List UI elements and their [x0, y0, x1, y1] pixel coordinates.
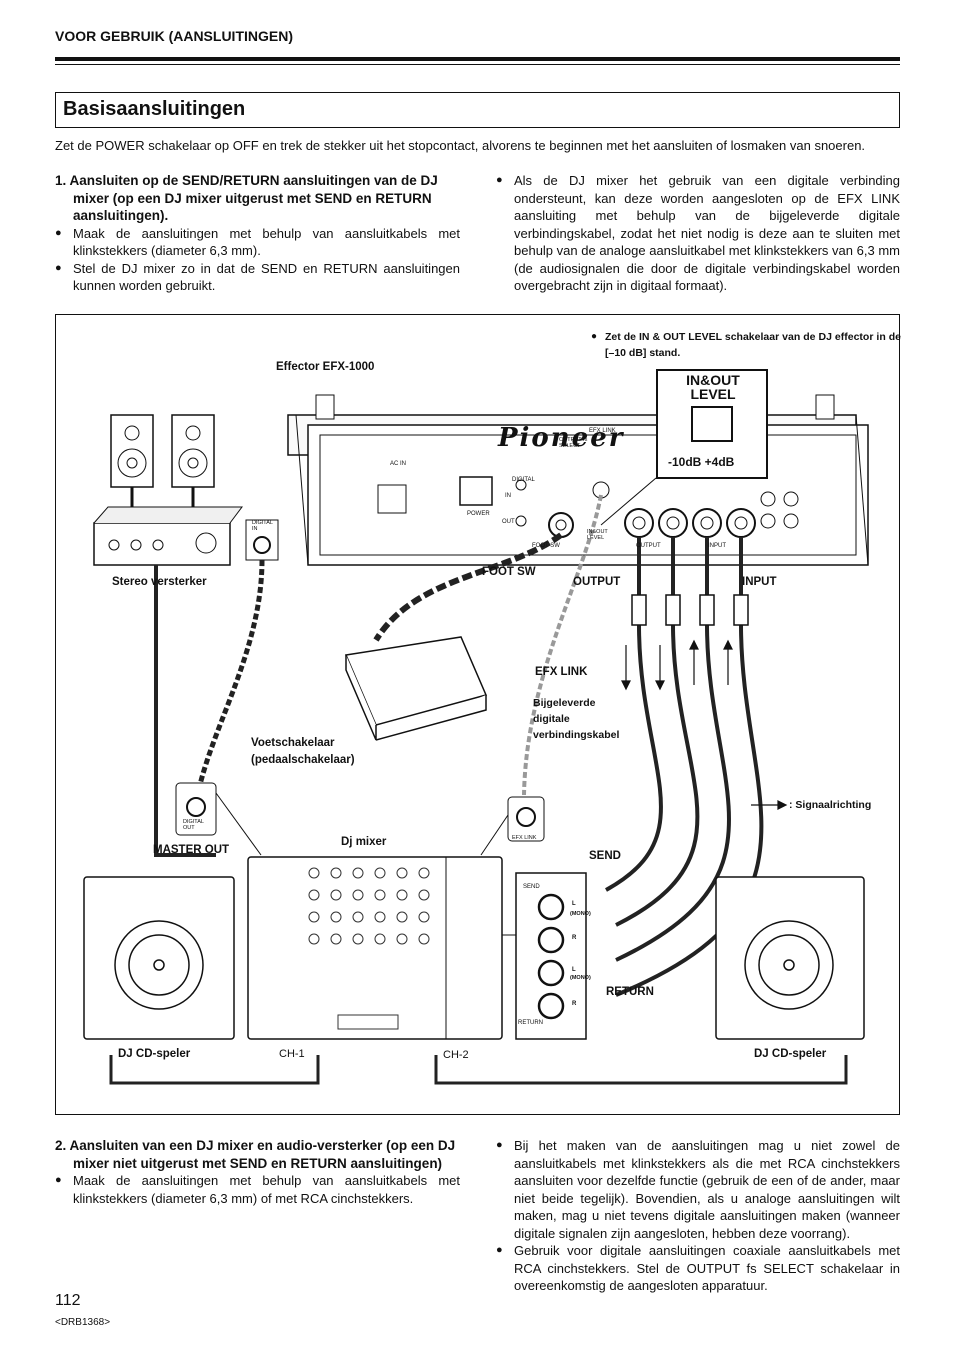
effector-unit — [287, 394, 869, 566]
return-mono-label: (MONO) — [570, 975, 591, 981]
cable-label: Bijgeleverde digitale verbindingskabel — [533, 697, 620, 741]
input-label: INPUT — [742, 576, 777, 588]
header-rule-thin — [55, 64, 900, 65]
cd-player-right-label: DJ CD-speler — [754, 1048, 827, 1060]
panel-output: OUTPUT — [636, 543, 661, 549]
inout-level-zoom — [600, 369, 768, 526]
inout-level-title: IN&OUT LEVEL — [686, 372, 740, 402]
step2-right: Bij het maken van de aansluitingen mag u… — [496, 1137, 900, 1295]
document-code: <DRB1368> — [55, 1317, 111, 1328]
panel-input: INPUT — [708, 543, 726, 549]
cd-players — [83, 876, 865, 1040]
return-r-label: R — [572, 1001, 577, 1007]
output-label: OUTPUT — [573, 576, 621, 588]
connection-diagram: ● Zet de IN & OUT LEVEL schakelaar van d… — [55, 314, 901, 1115]
cables — [109, 494, 848, 1085]
send-mono-label: (MONO) — [570, 911, 591, 917]
section-title-box — [55, 92, 900, 128]
ch1-label: CH-1 — [279, 1048, 305, 1060]
step2-bullet: Maak de aansluitingen met behulp van aan… — [55, 1172, 460, 1207]
mixer-send-label: SEND — [523, 884, 540, 890]
panel-in: IN — [505, 493, 511, 499]
step1-bullets: Maak de aansluitingen met behulp van aan… — [55, 225, 460, 295]
running-header: VOOR GEBRUIK (AANSLUITINGEN) — [55, 28, 293, 44]
intro-paragraph: Zet de POWER schakelaar op OFF en trek d… — [55, 138, 866, 153]
cd-player-left-label: DJ CD-speler — [118, 1048, 191, 1060]
step1-right-bullet: Als de DJ mixer het gebruik van een digi… — [496, 172, 900, 295]
panel-efx-link: EFX LINK — [589, 428, 616, 434]
efx-link-label: EFX LINK — [535, 666, 588, 678]
callouts — [175, 782, 545, 856]
step1-bullet: Stel de DJ mixer zo in dat de SEND en RE… — [55, 260, 460, 295]
step2-left: 2. Aansluiten van een DJ mixer en audio-… — [55, 1137, 460, 1207]
amp-digital-in: DIGITAL IN — [252, 520, 273, 532]
mixer-knobs — [308, 867, 430, 1030]
brand-logo: Pioneer — [498, 423, 625, 453]
note-bullet-icon: ● — [591, 331, 598, 342]
step2-heading: 2. Aansluiten van een DJ mixer en audio-… — [55, 1138, 456, 1171]
stereo-amp-label: Stereo versterker — [112, 576, 207, 588]
signal-arrows — [621, 639, 788, 810]
step1-heading: 1. Aansluiten op de SEND/RETURN aansluit… — [55, 173, 438, 223]
step2-right-bullet: Bij het maken van de aansluitingen mag u… — [496, 1137, 900, 1242]
pedal-label: Voetschakelaar (pedaalschakelaar) — [251, 737, 355, 766]
inout-level-values: -10dB +4dB — [668, 455, 735, 469]
panel-out: OUT — [502, 519, 515, 525]
diagram-graphics — [83, 369, 869, 1085]
send-l-label: L — [572, 901, 576, 907]
panel-foot-sw: FOOT SW — [532, 543, 560, 549]
jack-plugs — [631, 594, 749, 626]
step1-right: Als de DJ mixer het gebruik van een digi… — [496, 172, 900, 295]
page-number: 112 — [55, 1292, 81, 1309]
pedal — [344, 636, 488, 741]
dj-mixer-label: Dj mixer — [341, 836, 387, 848]
foot-sw-label: FOOT SW — [482, 566, 536, 578]
panel-power: POWER — [467, 511, 490, 517]
return-label: RETURN — [606, 986, 654, 998]
panel-inout-level: IN&OUT LEVEL — [587, 529, 608, 541]
mixer-efx-link-label: EFX LINK — [512, 835, 537, 841]
send-r-label: R — [572, 935, 577, 941]
signal-direction-label: : Signaalrichting — [789, 799, 872, 811]
send-label: SEND — [589, 850, 621, 862]
step1-bullet: Maak de aansluitingen met behulp van aan… — [55, 225, 460, 260]
mixer — [247, 856, 587, 1040]
return-l-label: L — [572, 967, 576, 973]
panel-digital: DIGITAL — [512, 477, 535, 483]
panel-output-fs-select: OUTPUT fs SELECT — [559, 437, 588, 449]
step2-bullets: Maak de aansluitingen met behulp van aan… — [55, 1172, 460, 1207]
digital-out-label: DIGITAL OUT — [183, 819, 204, 831]
step1-left: 1. Aansluiten op de SEND/RETURN aansluit… — [55, 172, 460, 295]
master-out-label: MASTER OUT — [153, 844, 230, 856]
level-note: ● Zet de IN & OUT LEVEL schakelaar van d… — [591, 331, 901, 359]
step2-right-bullet: Gebruik voor digitale aansluitingen coax… — [496, 1242, 900, 1295]
section-title: Basisaansluitingen — [63, 98, 246, 120]
mixer-return-label: RETURN — [518, 1020, 543, 1026]
effector-label: Effector EFX-1000 — [276, 361, 375, 373]
panel-ac-in: AC IN — [390, 461, 407, 467]
speakers — [93, 414, 279, 566]
header-rule — [55, 57, 900, 61]
ch2-label: CH-2 — [443, 1049, 469, 1061]
